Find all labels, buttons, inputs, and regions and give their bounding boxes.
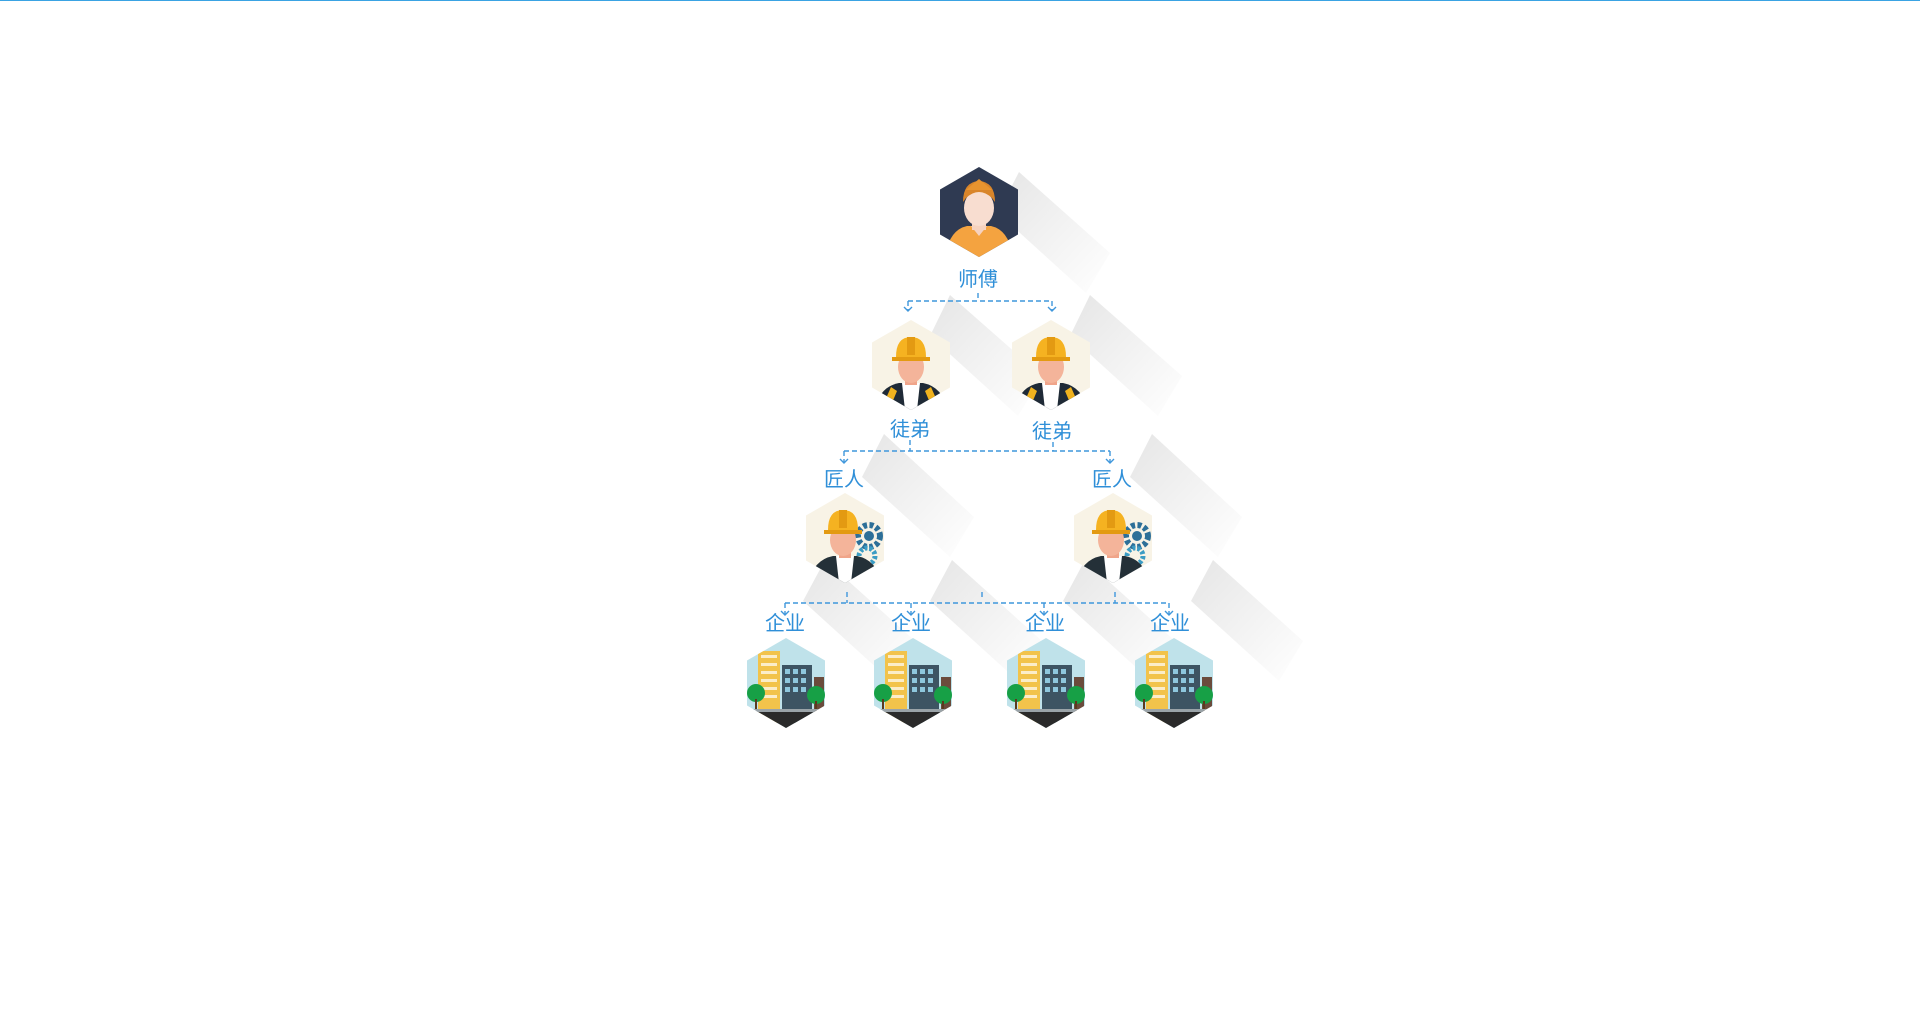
apprentice-label: 徒弟 — [1032, 419, 1072, 443]
master-worker-icon — [940, 167, 1018, 257]
top-accent-line — [0, 0, 1920, 1]
craftsman-label: 匠人 — [1092, 467, 1132, 491]
node-company-4: 企业 — [1135, 611, 1213, 731]
connector-lines — [780, 293, 1174, 616]
craftsman-label: 匠人 — [824, 467, 864, 491]
node-company-3: 企业 — [1007, 611, 1085, 731]
node-craftsman-1: 匠人 — [806, 467, 884, 583]
node-craftsman-2: 匠人 — [1074, 467, 1152, 583]
craftsman-gear-icon — [806, 493, 884, 583]
node-apprentice-2: 徒弟 — [1012, 320, 1090, 443]
company-building-icon — [747, 638, 825, 731]
node-company-1: 企业 — [747, 611, 825, 731]
apprentice-label: 徒弟 — [890, 417, 930, 441]
node-master: 师傅 — [940, 167, 1018, 291]
company-label: 企业 — [1150, 611, 1190, 635]
company-label: 企业 — [765, 611, 805, 635]
master-label: 师傅 — [958, 267, 998, 291]
node-apprentice-1: 徒弟 — [872, 320, 950, 441]
company-label: 企业 — [1025, 611, 1065, 635]
node-company-2: 企业 — [874, 611, 952, 731]
company-label: 企业 — [891, 611, 931, 635]
